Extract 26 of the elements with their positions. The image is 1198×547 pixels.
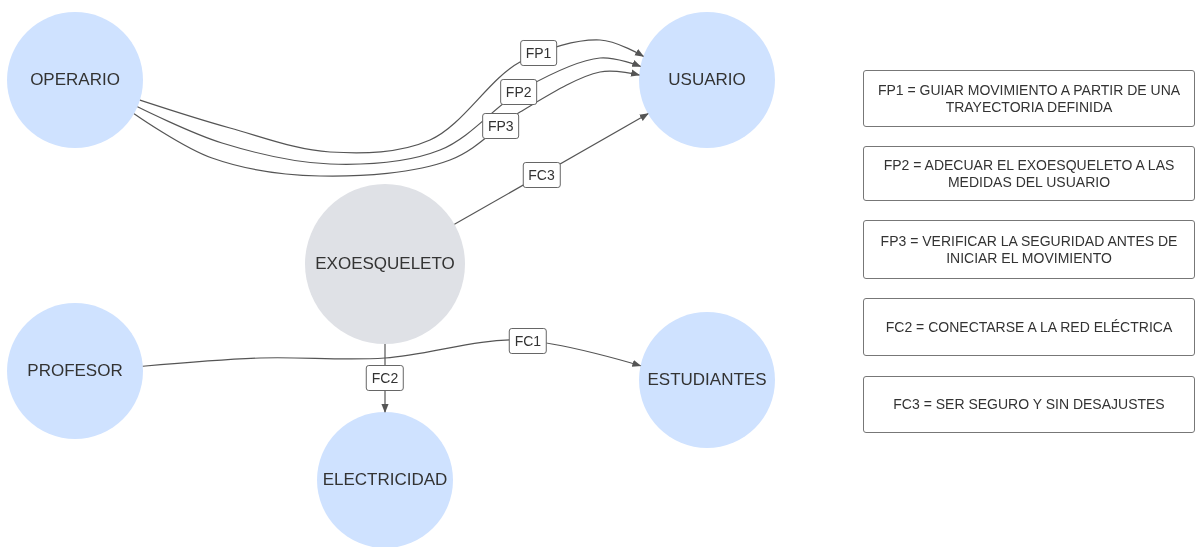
edge-label: FC3 <box>522 161 561 188</box>
arrow <box>133 69 641 177</box>
definition-box <box>863 298 1195 356</box>
definition-box <box>863 376 1195 433</box>
edge-label: FC2 <box>365 365 405 391</box>
arrow <box>139 39 645 154</box>
definition-text: FP1 = GUIAR MOVIMIENTO A PARTIR DE UNA TRAYECTORIA DEFINIDA <box>876 81 1182 116</box>
edge-label: FC1 <box>508 327 548 354</box>
node-label: PROFESOR <box>27 361 123 381</box>
definition-text: FP3 = VERIFICAR LA SEGURIDAD ANTES DE INICIAR EL MOVIMIENTO <box>879 232 1179 267</box>
node-label: OPERARIO <box>30 70 120 90</box>
definition-text: FP2 = ADECUAR EL EXOESQUELETO A LAS MEDIDAS DEL USUARIO <box>882 156 1176 191</box>
definition-text: FC2 = CONECTARSE A LA RED ELÉCTRICA <box>885 318 1173 336</box>
edge-label: FP2 <box>499 78 538 105</box>
definition-box <box>863 146 1195 201</box>
node-label: EXOESQUELETO <box>315 254 455 274</box>
edge-label: FP1 <box>519 40 558 67</box>
node-label: USUARIO <box>668 70 746 90</box>
arrow <box>136 57 642 165</box>
arrow <box>142 339 642 367</box>
definition-box <box>863 220 1195 279</box>
definition-box <box>863 70 1195 127</box>
node-label: ELECTRICIDAD <box>322 470 448 490</box>
node-label: ESTUDIANTES <box>647 370 767 390</box>
edge-label: FP3 <box>481 112 520 139</box>
definition-text: FC3 = SER SEGURO Y SIN DESAJUSTES <box>893 396 1165 413</box>
